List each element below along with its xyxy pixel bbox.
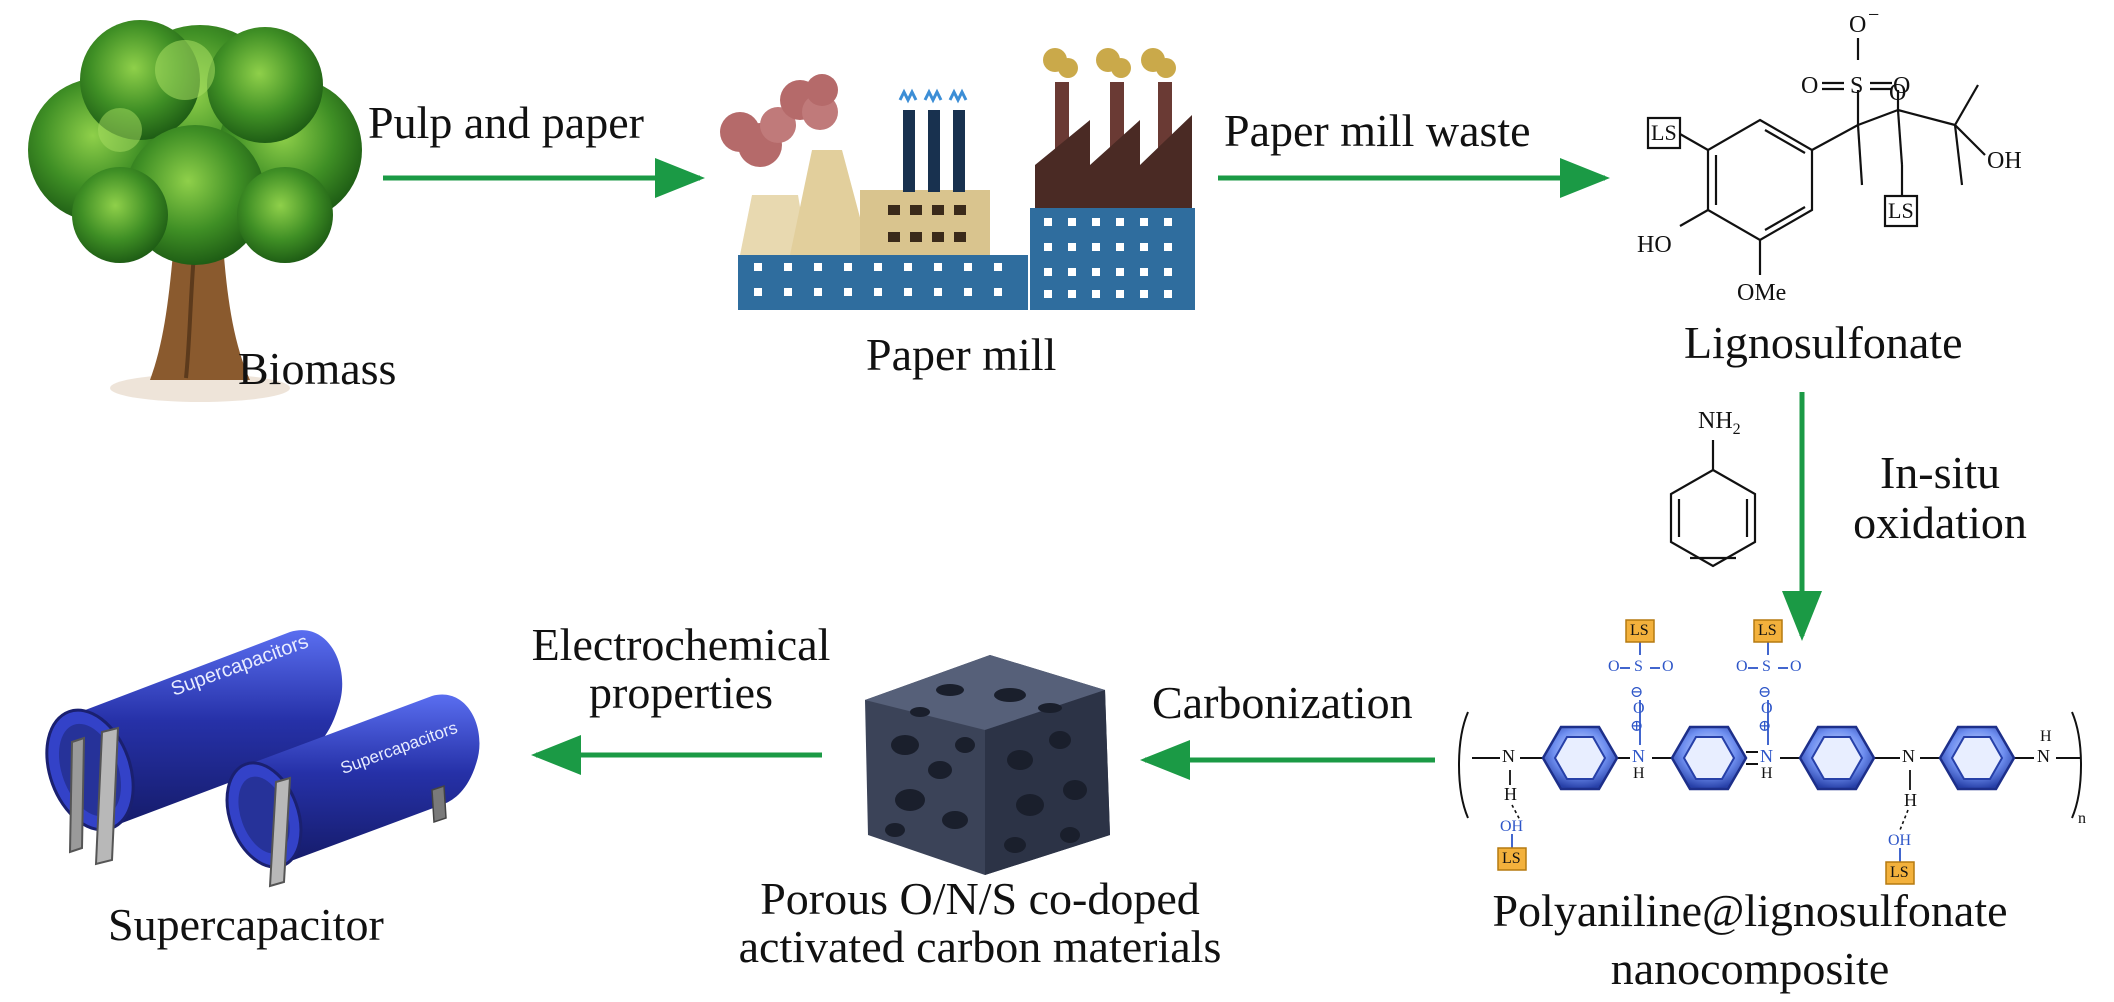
pani-ls-tag: LS xyxy=(1890,864,1909,881)
sulfonate-o-right: O xyxy=(1893,73,1911,99)
pani-oh: OH xyxy=(1500,818,1524,835)
supercapacitor-icon xyxy=(45,630,480,888)
label-pani-line2: nanocomposite xyxy=(1610,943,1890,994)
pani-s: S xyxy=(1634,658,1643,675)
pani-h: H xyxy=(1504,784,1517,804)
aniline-structure xyxy=(1669,440,1757,568)
pani-h: H xyxy=(2040,728,2052,745)
ls-tag: LS xyxy=(1651,120,1677,145)
label-pulp-and-paper: Pulp and paper xyxy=(368,97,644,148)
pani-n: N xyxy=(1502,746,1515,766)
pani-o: O xyxy=(1608,658,1620,675)
label-carbon-line2: activated carbon materials xyxy=(738,921,1222,972)
label-carbon-line1: Porous O/N/S co-doped xyxy=(760,873,1200,924)
pani-n: N xyxy=(1902,746,1915,766)
pani-o: O xyxy=(1761,700,1773,717)
nh2-label: NH2 xyxy=(1698,408,1741,438)
pani-ring xyxy=(1670,725,1748,791)
label-carbonization: Carbonization xyxy=(1152,677,1413,728)
label-paper-mill-waste: Paper mill waste xyxy=(1224,105,1531,156)
pani-plus-sign: ⊕ xyxy=(1630,718,1644,735)
label-electrochemical: Electrochemical xyxy=(531,619,831,670)
pani-n: N xyxy=(1632,746,1645,766)
pani-ls-tag: LS xyxy=(1758,622,1777,639)
pani-repeat-n: n xyxy=(2078,810,2086,827)
pani-ring xyxy=(1938,725,2016,791)
pani-minus-sign: ⊖ xyxy=(1758,684,1772,701)
pani-ring xyxy=(1798,725,1876,791)
pani-structure xyxy=(1458,619,2082,885)
pani-oh: OH xyxy=(1888,832,1912,849)
sulfonate-o-left: O xyxy=(1801,73,1819,99)
pani-ls-tag: LS xyxy=(1502,850,1521,867)
pani-h: H xyxy=(1904,790,1917,810)
pani-o: O xyxy=(1633,700,1645,717)
label-properties: properties xyxy=(589,667,773,718)
label-in-situ: In-situ xyxy=(1879,447,2001,498)
lignosulfonate-structure xyxy=(1646,38,1986,275)
pani-h: H xyxy=(1633,765,1645,782)
pani-plus-sign: ⊕ xyxy=(1758,718,1772,735)
pani-o: O xyxy=(1790,658,1802,675)
label-paper-mill: Paper mill xyxy=(866,329,1057,380)
sulfonate-o-minus: O xyxy=(1849,12,1867,38)
label-oxidation: oxidation xyxy=(1853,497,2027,548)
ether-o: O xyxy=(1889,80,1907,106)
pani-o: O xyxy=(1662,658,1674,675)
ome-label: OMe xyxy=(1737,280,1787,306)
factory-icon xyxy=(720,48,1195,310)
pani-n: N xyxy=(1760,746,1773,766)
ho-label: HO xyxy=(1637,232,1672,258)
ls-tag: LS xyxy=(1888,198,1914,223)
pani-minus-sign: ⊖ xyxy=(1630,684,1644,701)
label-pani-line1: Polyaniline@lignosulfonate xyxy=(1492,885,2008,936)
pani-ls-tag: LS xyxy=(1630,622,1649,639)
label-lignosulfonate: Lignosulfonate xyxy=(1684,317,1963,368)
pani-s: S xyxy=(1762,658,1771,675)
pani-ring xyxy=(1541,725,1619,791)
label-supercapacitor: Supercapacitor xyxy=(108,899,384,950)
pani-h: H xyxy=(1761,765,1773,782)
pani-o: O xyxy=(1736,658,1748,675)
minus-sign: − xyxy=(1868,4,1880,26)
oh-label: OH xyxy=(1987,148,2022,174)
pani-n: N xyxy=(2037,746,2050,766)
tree-icon xyxy=(28,20,362,402)
sulfonate-s: S xyxy=(1850,73,1864,99)
label-biomass: Biomass xyxy=(238,343,397,394)
porous-carbon-icon xyxy=(865,655,1110,875)
